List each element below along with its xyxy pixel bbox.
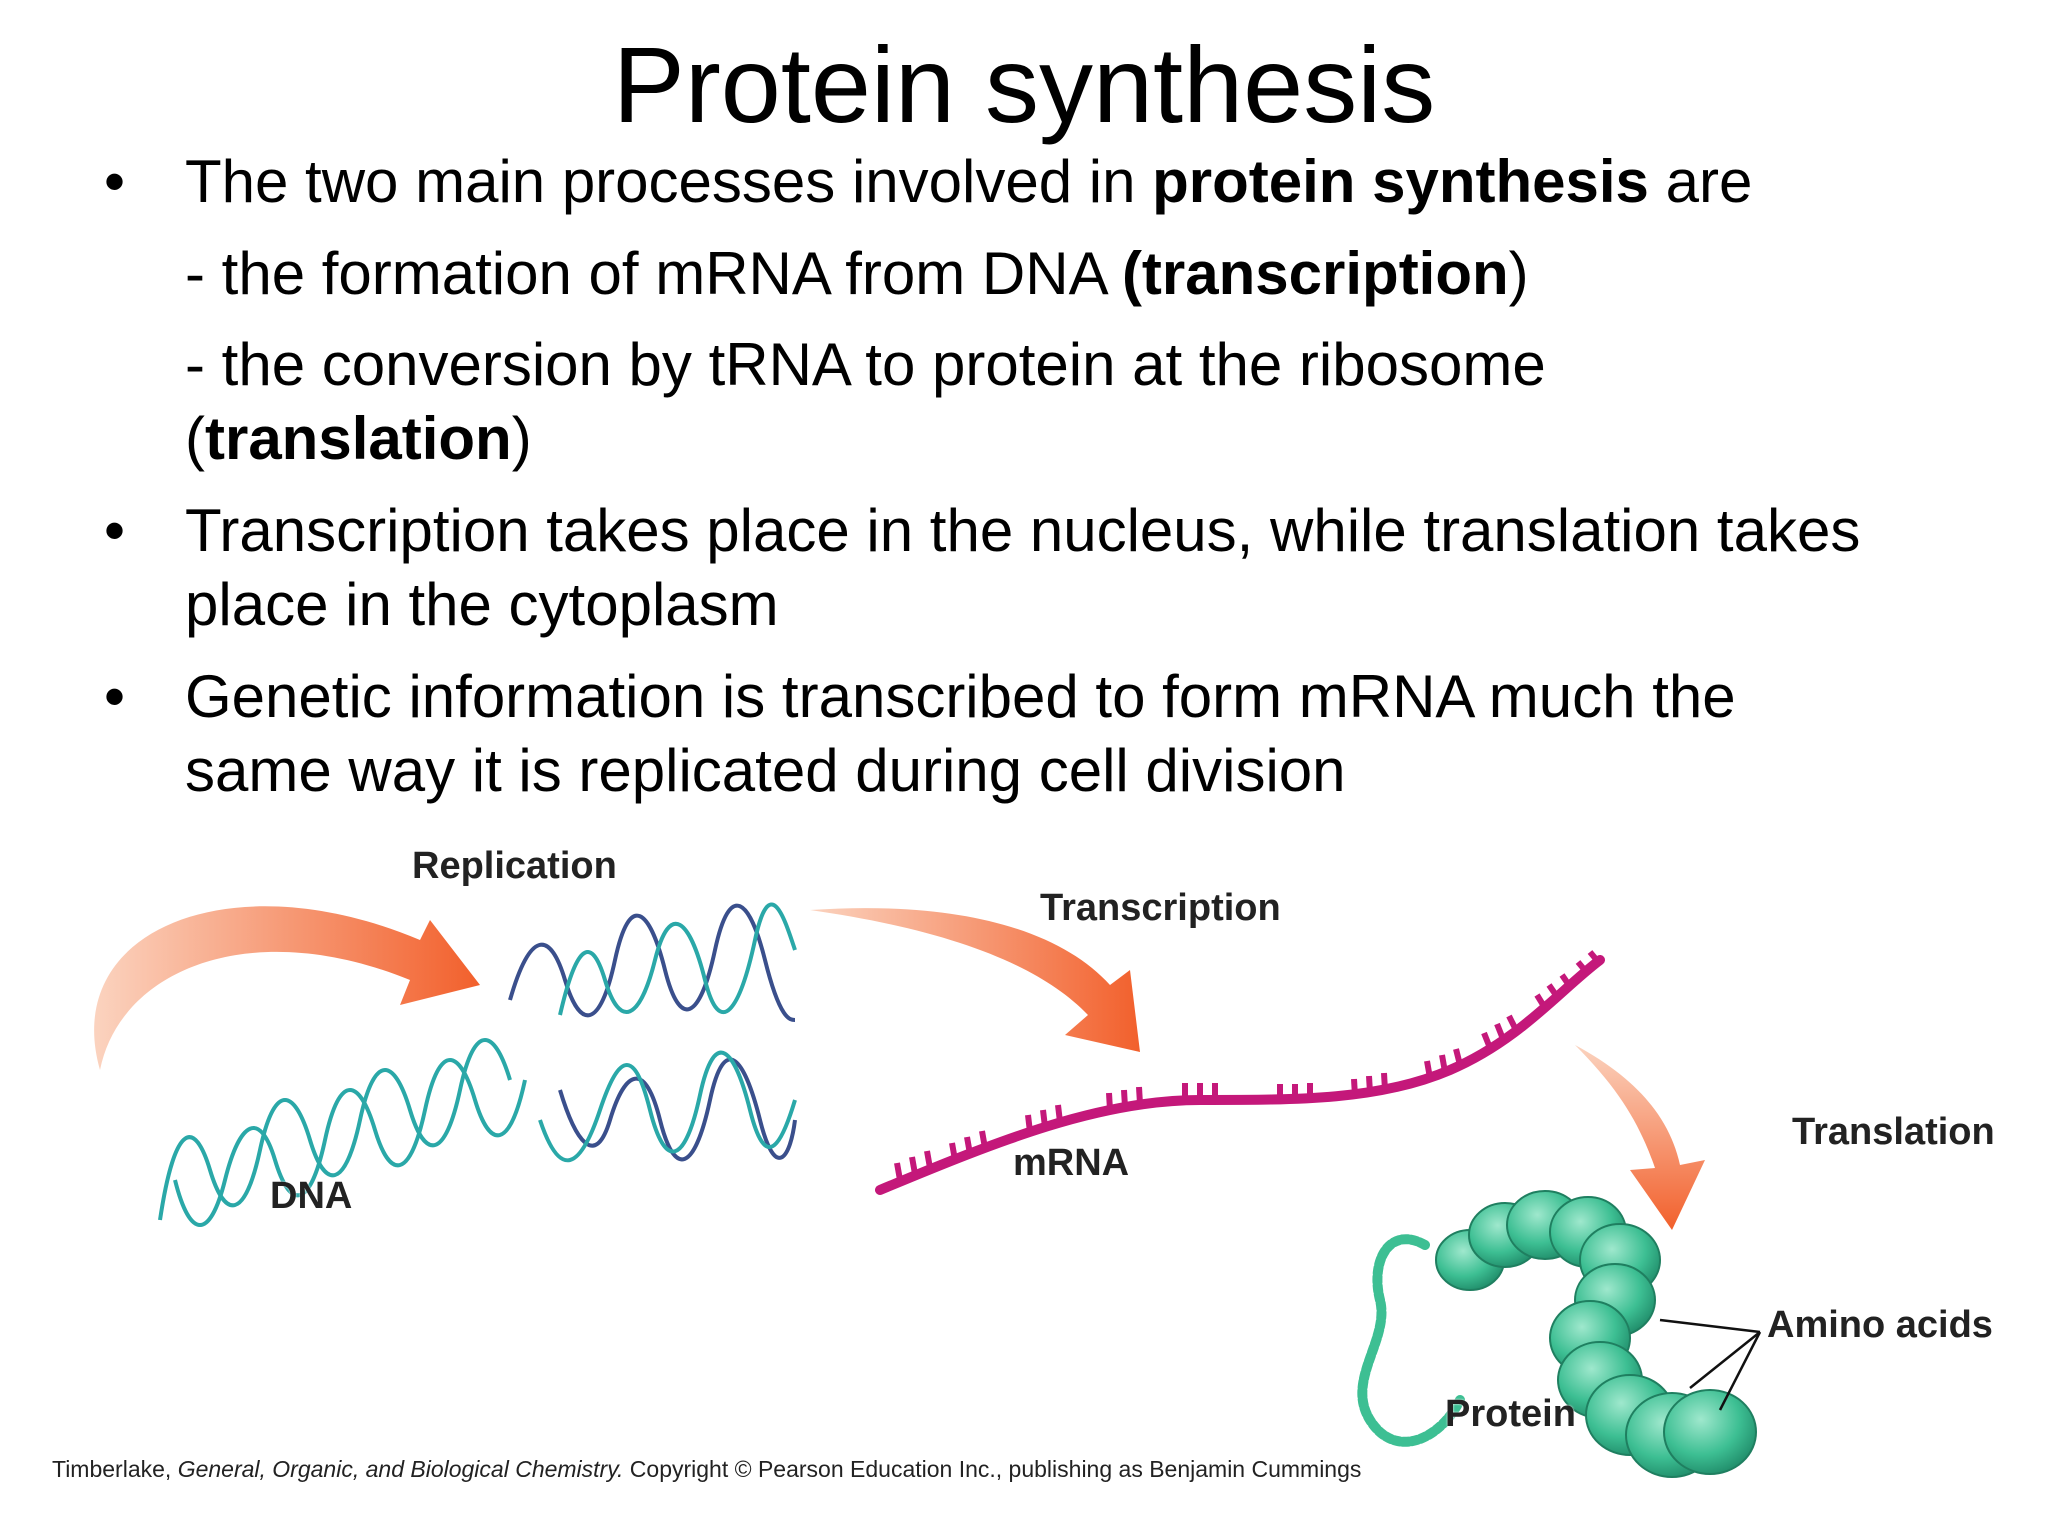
bullet-3-line-2: same way it is replicated during cell di… [185, 737, 1346, 804]
sub-item-1-pre: - the formation of mRNA from DNA [185, 240, 1122, 307]
label-mrna: mRNA [1013, 1142, 1130, 1184]
sub-item-2-open: ( [185, 405, 205, 472]
sub-item-1: - the formation of mRNA from DNA (transc… [185, 237, 1529, 311]
bullet-3-line-1: Genetic information is transcribed to fo… [185, 663, 1736, 730]
credit-book: General, Organic, and Biological Chemist… [177, 1456, 624, 1482]
mrna-strand-icon [875, 950, 1605, 1195]
protein-synthesis-diagram: Replication Transcription Translation DN… [0, 820, 2048, 1536]
bullet-1-post: are [1648, 148, 1753, 215]
sub-item-1-bold: (transcription [1121, 240, 1509, 307]
bullet-1-text: The two main processes involved in prote… [185, 145, 1752, 219]
dna-helix-icon [158, 1038, 527, 1227]
image-credit: Timberlake, General, Organic, and Biolog… [52, 1456, 1361, 1483]
label-protein: Protein [1445, 1393, 1576, 1435]
protein-chain-icon [1357, 1190, 1757, 1478]
bullet-2-line-1: Transcription takes place in the nucleus… [185, 497, 1861, 564]
credit-rest: Copyright © Pearson Education Inc., publ… [623, 1456, 1362, 1482]
label-transcription: Transcription [1040, 887, 1281, 929]
amino-acid-pointers [1659, 1318, 1762, 1411]
bullet-marker: • [104, 497, 126, 564]
bullet-1-pre: The two main processes involved in [185, 148, 1153, 215]
dna-daughter-upper-icon [508, 902, 797, 1022]
dna-daughter-lower-icon [538, 1050, 797, 1163]
label-translation: Translation [1792, 1111, 1995, 1153]
sub-item-2-line-2: (translation) [185, 402, 532, 476]
sub-item-1-post: ) [1508, 240, 1529, 307]
label-amino-acids: Amino acids [1767, 1304, 1993, 1346]
label-replication: Replication [412, 845, 617, 887]
transcription-arrow [810, 908, 1140, 1052]
slide-title: Protein synthesis [612, 24, 1436, 145]
replication-arrow [94, 906, 481, 1070]
sub-item-2-close: ) [511, 405, 532, 472]
bullet-marker: • [104, 663, 126, 730]
sub-item-2-line-1: - the conversion by tRNA to protein at t… [185, 331, 1546, 398]
bullet-marker: • [104, 148, 126, 215]
bullet-1-bold: protein synthesis [1152, 148, 1649, 215]
sub-item-2-bold: translation [204, 405, 512, 472]
bullet-2-line-2: place in the cytoplasm [185, 571, 779, 638]
translation-arrow [1575, 1045, 1705, 1230]
credit-author: Timberlake, [52, 1456, 178, 1482]
diagram-illustration [94, 902, 1762, 1478]
label-dna: DNA [270, 1175, 353, 1217]
